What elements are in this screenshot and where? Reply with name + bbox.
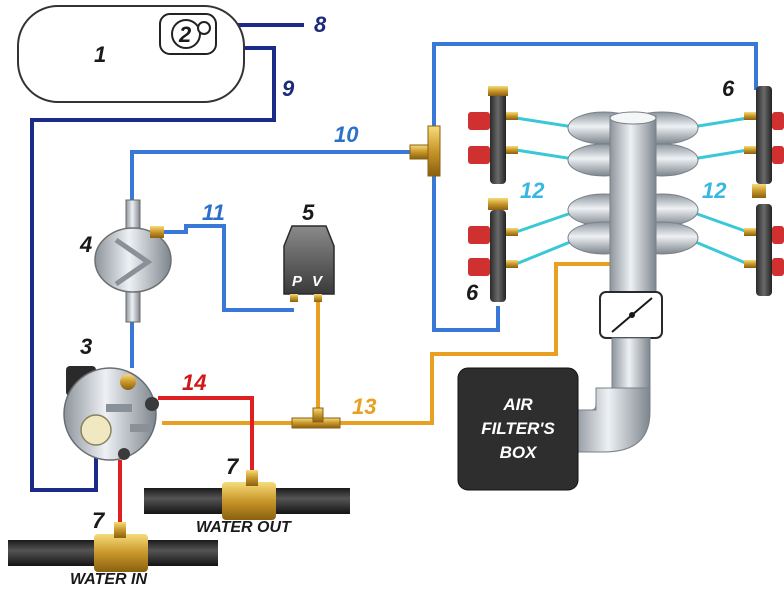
gas-filter: 4 [79,199,172,323]
label-injectors-left: 6 [466,280,479,305]
pipe-13 [162,262,628,425]
air-filter-line1: AIR [502,395,533,414]
pipe-11 [162,224,294,312]
label-pipe-11: 11 [202,200,225,225]
label-sensor: 5 [302,200,315,225]
lpg-tank: 1 2 [17,5,245,103]
sensor-port-p: P [292,273,303,290]
label-injectors-right: 6 [722,76,735,101]
pipe-9 [30,46,276,492]
t-connector-vacuum [291,407,341,429]
label-multivalve: 2 [178,22,192,47]
label-water-in: WATER IN [70,571,147,588]
label-pipe-12-right: 12 [702,178,727,203]
label-tank: 1 [94,42,106,67]
injector-rail-right-upper [744,86,784,198]
water-in-pipe: 7 WATER IN [8,508,218,588]
label-pipe-10: 10 [334,122,359,147]
multivalve-icon [171,19,201,49]
water-out-pipe: 7 WATER OUT [144,454,350,536]
label-pipe-14: 14 [182,370,206,395]
label-filter: 4 [79,232,92,257]
intake-manifold [567,111,699,453]
label-pipe-9: 9 [282,76,295,101]
label-water-in-num: 7 [92,508,106,533]
label-reducer: 3 [80,334,92,359]
pipe-10 [130,42,758,368]
label-pipe-12-left: 12 [520,178,545,203]
label-water-out: WATER OUT [196,519,292,536]
air-filter-box: AIR FILTER'S BOX [457,367,579,491]
injector-rail-left-upper [468,86,518,184]
t-connector-gas [409,125,441,177]
pipe-14 [118,396,254,526]
map-sensor: P V 5 [283,200,335,302]
label-water-out-num: 7 [226,454,240,479]
injector-rail-right-lower [744,204,784,296]
label-pipe-13: 13 [352,394,376,419]
label-pipe-8: 8 [314,12,327,37]
reducer-vaporizer: 3 [63,334,159,461]
injector-rail-left-lower [468,198,518,302]
sensor-port-v: V [312,273,324,290]
air-filter-line2: FILTER'S [481,419,555,438]
air-filter-line3: BOX [500,443,539,462]
